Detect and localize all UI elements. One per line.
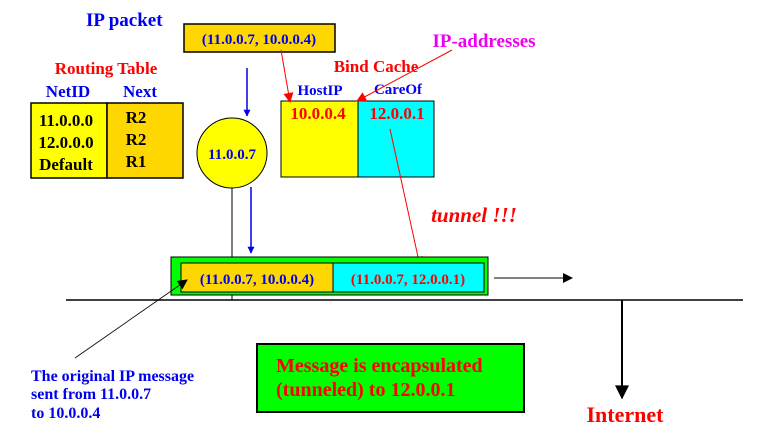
tunnel-label: tunnel !!!: [431, 203, 517, 227]
routing-table-row: 11.0.0.0 R2: [39, 108, 147, 130]
bind-cache-header-careof: CareOf: [374, 82, 423, 98]
ip-packet-box: [183, 23, 336, 53]
original-message-line-3: to 10.0.0.4: [31, 405, 100, 422]
routing-table: 11.0.0.0 R2 12.0.0.0 R2 Default R1: [30, 102, 184, 179]
ip-addresses-label: IP-addresses: [432, 31, 535, 52]
routing-table-next: R1: [126, 152, 147, 171]
bind-cache-careof-value: 12.0.0.1: [369, 104, 424, 123]
routing-table-row: 12.0.0.0 R2: [38, 130, 146, 152]
routing-table-next: R2: [126, 108, 147, 127]
routing-table-title: Routing Table: [55, 59, 158, 78]
routing-table-next-column: [106, 102, 184, 179]
routing-table-header-netid: NetID: [46, 82, 90, 101]
bind-cache-header-hostip: HostIP: [298, 83, 343, 99]
message-box-line-1: Message is encapsulated: [276, 355, 483, 377]
original-message-line-1: The original IP message: [31, 368, 194, 385]
routing-table-netid: 11.0.0.0: [39, 111, 93, 130]
outer-header: [332, 262, 485, 293]
routing-table-header-next: Next: [123, 82, 157, 101]
packet-to-hostip-arrow-icon: [280, 49, 294, 103]
bind-cache-title: Bind Cache: [334, 57, 419, 76]
bind-cache-hostip-value: 10.0.0.4: [290, 104, 346, 123]
ip-addresses-arrow-icon: [356, 49, 453, 102]
routing-table-next: R2: [126, 130, 147, 149]
message-box-frame: [256, 343, 525, 413]
ip-packet-label: IP packet: [86, 10, 163, 31]
tunnel-arrow-icon: [389, 128, 423, 267]
routing-table-netid: 12.0.0.0: [38, 133, 93, 152]
message-box-line-2: (tunneled) to 12.0.0.1: [276, 379, 455, 401]
inner-packet: [180, 262, 334, 293]
bind-cache-table: 10.0.0.4 12.0.0.1: [280, 100, 435, 178]
ip-packet-content: (11.0.0.7, 10.0.0.4): [202, 32, 316, 48]
host-node-label: 11.0.0.7: [208, 147, 256, 163]
inner-packet-label: (11.0.0.7, 10.0.0.4): [200, 272, 314, 288]
original-message-arrow-icon: [74, 279, 188, 359]
outer-header-label: (11.0.0.7, 12.0.0.1): [351, 272, 465, 288]
bind-cache-careof-cell: [357, 100, 435, 178]
original-message-line-2: sent from 11.0.0.7: [31, 386, 151, 403]
bind-cache-hostip-cell: [280, 100, 359, 178]
message-box: Message is encapsulated (tunneled) to 12…: [256, 343, 525, 413]
internet-label: Internet: [587, 402, 665, 427]
routing-table-netid-column: [30, 102, 108, 179]
routing-table-netid: Default: [39, 155, 93, 174]
routing-table-row: Default R1: [39, 152, 146, 174]
encapsulated-packet: (11.0.0.7, 10.0.0.4) (11.0.0.7, 12.0.0.1…: [170, 256, 489, 296]
